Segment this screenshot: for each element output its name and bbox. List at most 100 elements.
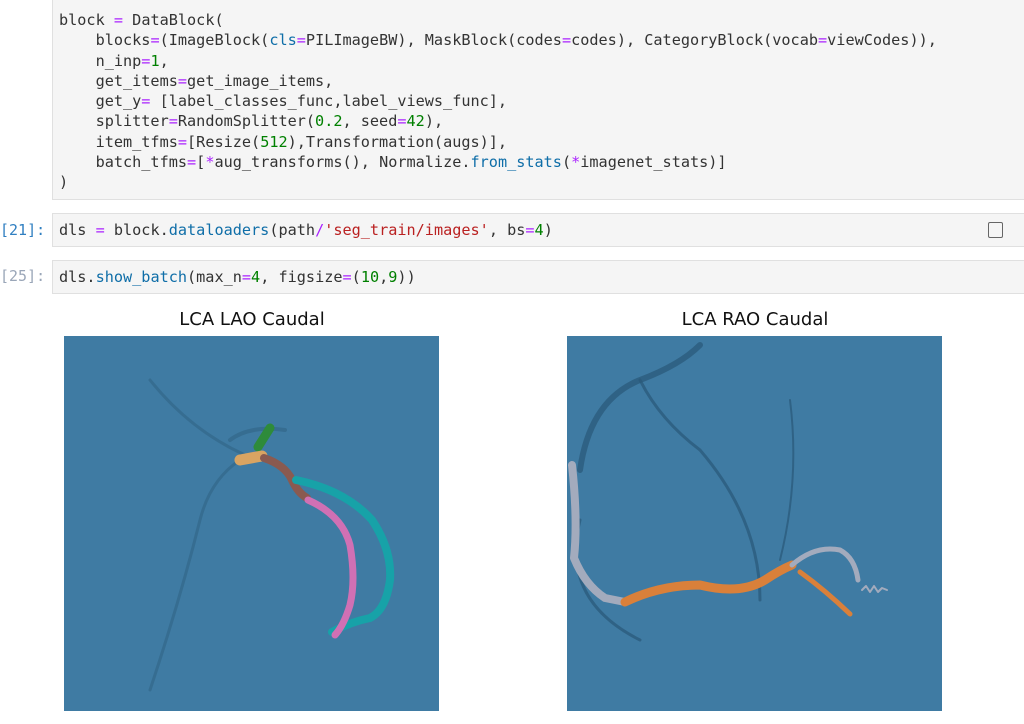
code-token: = xyxy=(177,132,188,151)
code-token: [ xyxy=(196,153,206,172)
code-token: = xyxy=(342,268,352,286)
code-token: ( xyxy=(561,153,572,172)
code-line: get_y= [label_classes_func,label_views_f… xyxy=(59,91,937,111)
code-editor[interactable]: dls = block.dataloaders(path/'seg_train/… xyxy=(59,220,553,240)
code-token: n_inp xyxy=(59,51,142,70)
code-token: ),Transformation(augs)], xyxy=(287,132,508,151)
code-token: ), xyxy=(424,112,444,131)
code-token: , figsize xyxy=(260,268,343,286)
code-token: block xyxy=(59,11,114,29)
code-token: , seed xyxy=(342,112,398,131)
code-token: [Resize( xyxy=(187,132,261,151)
cell-prompt: [25]: xyxy=(0,267,46,285)
code-token: 42 xyxy=(406,112,425,131)
segment-gray xyxy=(568,461,629,606)
image-background xyxy=(64,336,439,711)
code-token: )) xyxy=(397,268,416,286)
code-line: item_tfms=[Resize(512),Transformation(au… xyxy=(59,132,937,152)
vessel xyxy=(148,458,242,692)
code-token: ) xyxy=(59,173,69,192)
code-token: viewCodes)), xyxy=(827,31,937,50)
code-token: , xyxy=(379,268,389,286)
code-token: = xyxy=(525,221,535,239)
angiogram-image-right xyxy=(567,336,942,711)
segment-teal xyxy=(292,476,395,636)
code-token: 4 xyxy=(534,221,544,239)
code-token: block. xyxy=(104,221,169,239)
code-token: blocks xyxy=(59,31,151,50)
code-token: (max_n xyxy=(187,268,242,286)
code-line: dls = block.dataloaders(path/'seg_train/… xyxy=(59,220,553,240)
code-token: / xyxy=(315,221,325,239)
code-cell-show-batch[interactable]: dls.show_batch(max_n=4, figsize=(10,9)) xyxy=(52,260,1024,294)
code-token: PILImageBW), MaskBlock(codes xyxy=(305,31,562,50)
code-line: n_inp=1, xyxy=(59,51,937,71)
duplicate-cell-icon[interactable] xyxy=(988,222,1003,238)
code-token: dls xyxy=(59,221,96,239)
segment-gray xyxy=(861,585,888,593)
code-token: dls. xyxy=(59,268,96,286)
code-editor[interactable]: block = DataBlock( blocks=(ImageBlock(cl… xyxy=(59,10,937,193)
code-token: get_image_items, xyxy=(187,71,334,90)
code-token: = xyxy=(561,31,572,50)
code-token: from_stats xyxy=(470,153,562,172)
segment-tan xyxy=(234,450,268,466)
code-line: dls.show_batch(max_n=4, figsize=(10,9)) xyxy=(59,267,416,287)
code-token: 1 xyxy=(150,51,160,70)
code-token: = xyxy=(150,31,160,50)
code-token: cls xyxy=(269,31,297,50)
vessel xyxy=(779,399,795,561)
code-token: show_batch xyxy=(95,268,188,286)
code-token: 10 xyxy=(360,268,380,286)
code-token: 9 xyxy=(388,268,398,286)
code-token: codes), CategoryBlock(vocab xyxy=(571,31,818,50)
angiogram-image-left xyxy=(64,336,439,711)
code-editor[interactable]: dls.show_batch(max_n=4, figsize=(10,9)) xyxy=(59,267,416,287)
code-token: = xyxy=(141,92,151,111)
code-token: * xyxy=(205,153,215,172)
code-token: , bs xyxy=(488,221,526,239)
code-token: , xyxy=(159,51,169,70)
code-token: RandomSplitter( xyxy=(177,112,316,131)
code-token: = xyxy=(296,31,306,50)
vessel xyxy=(148,378,247,457)
code-token: = xyxy=(241,268,252,286)
segment-green xyxy=(253,423,275,452)
code-token: 'seg_train/images' xyxy=(324,221,489,239)
code-token: = xyxy=(177,71,188,90)
code-token: get_items xyxy=(59,71,178,90)
segment-orange xyxy=(797,569,853,617)
code-token: ) xyxy=(543,221,553,239)
code-token: item_tfms xyxy=(59,132,178,151)
code-token: = xyxy=(397,112,407,131)
code-token: * xyxy=(571,153,581,172)
code-token: = xyxy=(113,11,124,29)
code-token: 0.2 xyxy=(315,112,343,131)
segment-pink xyxy=(304,496,357,639)
code-token: = xyxy=(141,51,151,70)
cell-prompt: [21]: xyxy=(0,221,46,239)
code-token: DataBlock( xyxy=(123,11,224,29)
code-token: batch_tfms xyxy=(59,153,188,172)
code-token: = xyxy=(187,153,197,172)
code-line: block = DataBlock( xyxy=(59,10,937,30)
code-line: blocks=(ImageBlock(cls=PILImageBW), Mask… xyxy=(59,30,937,50)
code-cell-dataloaders[interactable]: dls = block.dataloaders(path/'seg_train/… xyxy=(52,213,1024,247)
code-line: ) xyxy=(59,172,937,192)
code-line: splitter=RandomSplitter(0.2, seed=42), xyxy=(59,111,937,131)
vessel xyxy=(638,378,762,602)
figure-title: LCA RAO Caudal xyxy=(681,309,829,330)
segment-gray xyxy=(789,546,861,583)
image-background xyxy=(567,336,942,711)
segment-orange xyxy=(620,560,797,607)
code-cell-datablock[interactable]: block = DataBlock( blocks=(ImageBlock(cl… xyxy=(52,0,1024,200)
figure-title: LCA LAO Caudal xyxy=(179,309,325,330)
code-token: (ImageBlock( xyxy=(159,31,270,50)
vessel xyxy=(228,426,287,442)
code-token: dataloaders xyxy=(168,221,270,239)
code-token: aug_transforms(), Normalize. xyxy=(214,153,471,172)
code-token: imagenet_stats)] xyxy=(580,153,727,172)
code-token: 512 xyxy=(260,132,288,151)
code-token: [label_classes_func,label_views_func], xyxy=(150,92,508,111)
code-token: 4 xyxy=(251,268,261,286)
